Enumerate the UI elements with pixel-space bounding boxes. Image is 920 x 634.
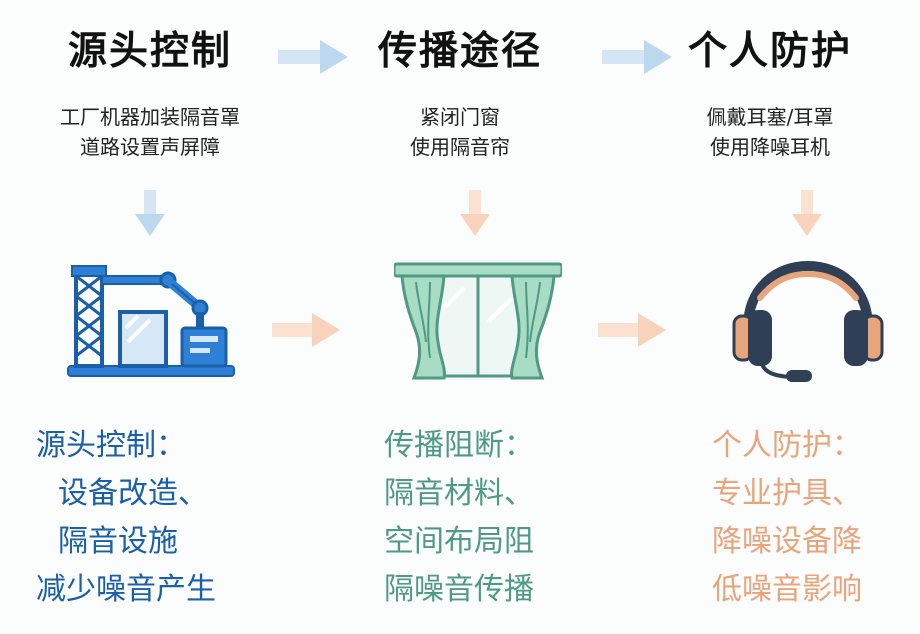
stage-items: 佩戴耳塞/耳罩 使用降噪耳机 xyxy=(620,102,920,162)
icon-arrow-2-3 xyxy=(598,313,666,347)
summary-line: 个人防护： xyxy=(712,428,862,463)
down-arrow xyxy=(135,190,165,236)
stage-title: 个人防护 xyxy=(687,29,852,74)
stage-item: 工厂机器加装隔音罩 xyxy=(60,105,240,129)
summary-line: 设备改造、 xyxy=(58,476,208,511)
summary-line: 隔噪音传播 xyxy=(384,572,534,607)
summary-line: 隔音设施 xyxy=(58,524,178,559)
summary-line: 减少噪音产生 xyxy=(36,572,216,607)
stage-transmission-path: 传播途径 紧闭门窗 使用隔音帘 传播阻断： 隔音材料、 空间布局阻 隔噪音传播 xyxy=(310,0,610,634)
stage-item: 使用降噪耳机 xyxy=(710,135,830,159)
stage-summary: 个人防护： 专业护具、 降噪设备降 低噪音影响 xyxy=(712,422,862,614)
summary-line: 空间布局阻 xyxy=(384,524,534,559)
summary-line: 传播阻断： xyxy=(384,428,534,463)
curtain-icon xyxy=(394,262,562,380)
headset-icon xyxy=(732,260,884,382)
stage-items: 紧闭门窗 使用隔音帘 xyxy=(310,102,610,162)
stage-title: 传播途径 xyxy=(377,29,542,74)
stage-summary: 源头控制： 设备改造、 隔音设施 减少噪音产生 xyxy=(36,422,216,614)
stage-item: 使用隔音帘 xyxy=(410,135,510,159)
factory-icon xyxy=(67,265,235,377)
summary-line: 低噪音影响 xyxy=(712,572,862,607)
down-arrow xyxy=(460,190,490,236)
stage-item: 佩戴耳塞/耳罩 xyxy=(706,105,834,129)
stage-source-control: 源头控制 工厂机器加装隔音罩 道路设置声屏障 源头控制： 设备改造、 隔音设施 xyxy=(0,0,300,634)
down-arrow xyxy=(792,190,822,236)
stage-summary: 传播阻断： 隔音材料、 空间布局阻 隔噪音传播 xyxy=(384,422,534,614)
summary-line: 降噪设备降 xyxy=(712,524,862,559)
stage-item: 道路设置声屏障 xyxy=(80,135,220,159)
stage-personal-protection: 个人防护 佩戴耳塞/耳罩 使用降噪耳机 个人防护： 专业护具、 降噪设备降 低噪… xyxy=(620,0,920,634)
stage-items: 工厂机器加装隔音罩 道路设置声屏障 xyxy=(0,102,300,162)
flow-arrow-2-3 xyxy=(602,40,672,74)
stage-title: 源头控制 xyxy=(67,29,232,74)
stage-item: 紧闭门窗 xyxy=(420,105,500,129)
summary-line: 隔音材料、 xyxy=(384,476,534,511)
summary-line: 源头控制： xyxy=(36,428,186,463)
flow-arrow-1-2 xyxy=(278,40,348,74)
summary-line: 专业护具、 xyxy=(712,476,862,511)
icon-arrow-1-2 xyxy=(272,313,340,347)
